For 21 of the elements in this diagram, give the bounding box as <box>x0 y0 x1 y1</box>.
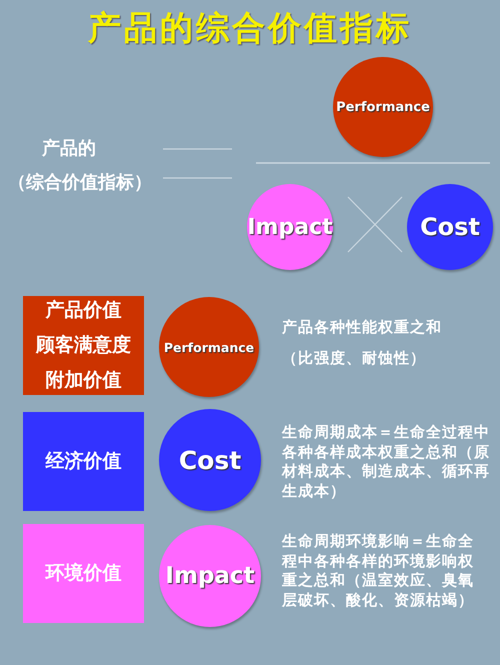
label-text: （综合价值指标） <box>8 171 152 194</box>
label-text: 产品的 <box>42 137 96 160</box>
description-text: 生命周期环境影响＝生命全程中各种各样的环境影响权重之总和（温室效应、臭氧层破坏、酸化、资源枯竭） <box>282 532 475 610</box>
title: 产品的综合价值指标 <box>86 7 413 49</box>
description-text: 生命周期成本＝生命全过程中各种各样成本权重之总和（原材料成本、制造成本、循环再生成本） <box>282 423 491 501</box>
node-text: 顾客满意度 <box>36 333 131 358</box>
node-text: 环境价值 <box>46 561 122 586</box>
node-text: Impact <box>247 214 333 240</box>
node-text: 产品价值 <box>46 298 122 323</box>
node-text: 经济价值 <box>46 449 122 474</box>
description-text: 产品各种性能权重之和 <box>282 318 443 338</box>
node-text: 附加价值 <box>46 368 122 393</box>
node-text: Impact <box>165 563 255 589</box>
value-box <box>23 296 144 395</box>
node-text: Performance <box>164 340 254 354</box>
node-text: Cost <box>420 213 480 241</box>
value-box <box>23 524 144 623</box>
node-text: Cost <box>178 446 242 474</box>
description-text: （比强度、耐蚀性） <box>282 349 427 368</box>
node-text: Performance <box>336 100 430 114</box>
value-box <box>23 412 144 511</box>
